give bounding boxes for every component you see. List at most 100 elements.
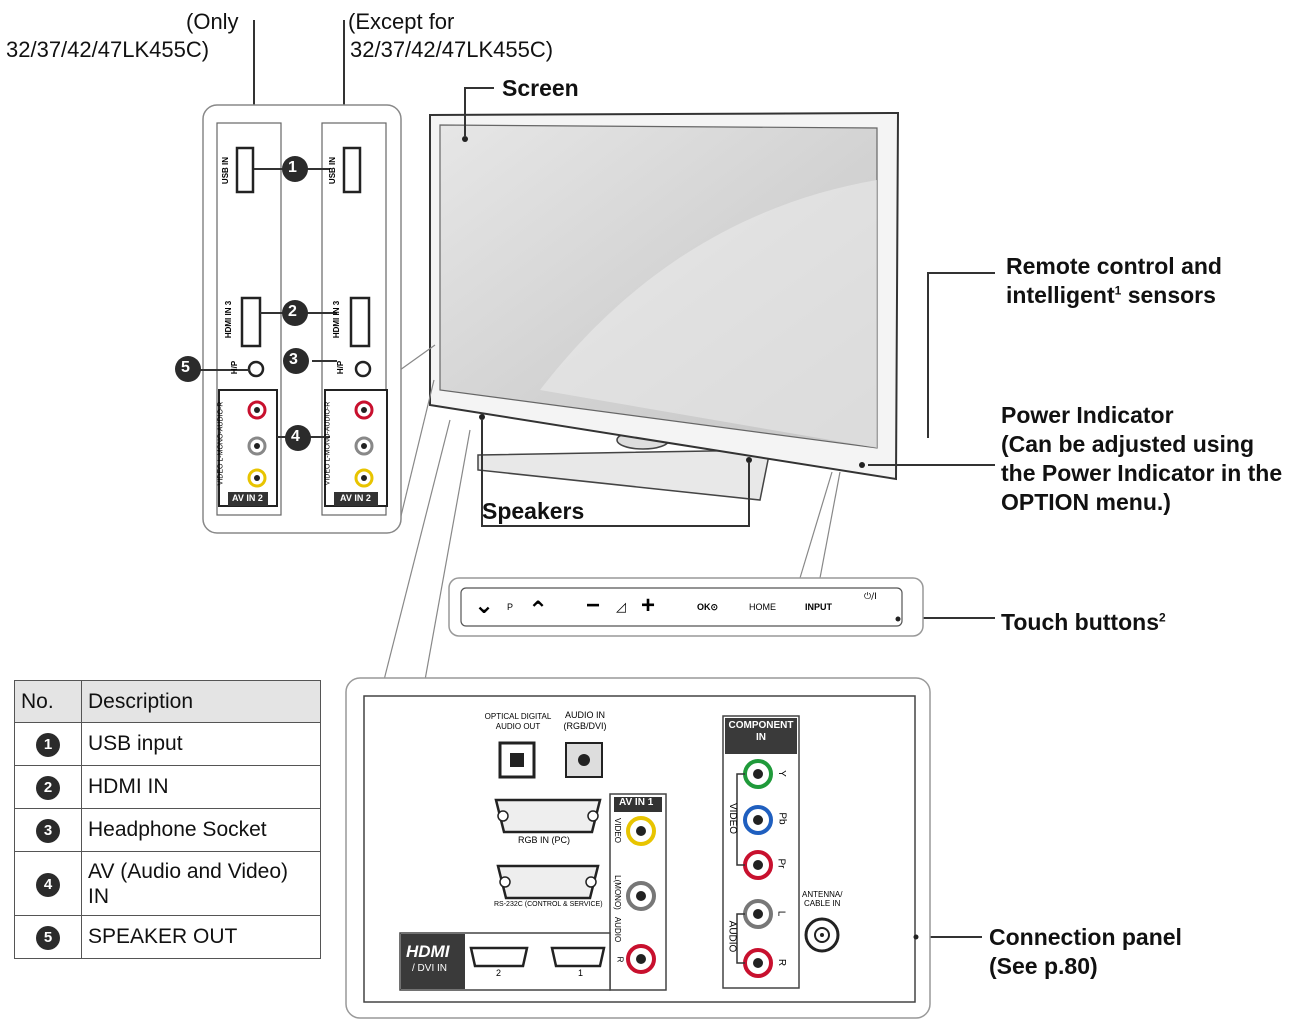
antenna-label: ANTENNA/CABLE IN	[802, 890, 843, 908]
note-except-line2: 32/37/42/47LK455C)	[350, 37, 554, 62]
table-row: 1 USB input	[14, 722, 321, 766]
screen-dot	[462, 136, 468, 142]
callout-screen: Screen	[502, 75, 579, 101]
marker-4	[285, 425, 311, 451]
touch-down-button[interactable]: ⌄	[474, 591, 495, 619]
av-in1-label: AV IN 1	[619, 797, 654, 808]
row-description: AV (Audio and Video) IN	[81, 851, 321, 916]
hdmi-port-2	[469, 946, 529, 968]
hp-label-right: H/P	[336, 360, 346, 375]
rgb-in-label: RGB IN (PC)	[518, 835, 571, 845]
speaker-dot-right	[746, 457, 752, 463]
component-pr-label: Pr	[775, 858, 787, 869]
side-panel	[175, 104, 402, 534]
hdmi-port-1-label: 1	[578, 968, 584, 978]
callout-speakers: Speakers	[482, 498, 585, 524]
zoom-lines	[383, 344, 841, 681]
av-in1-video-label: VIDEO	[612, 818, 622, 843]
row-number-badge: 4	[36, 872, 60, 897]
table-row: 2 HDMI IN	[14, 765, 321, 809]
touch-power-button[interactable]: ⏻/I	[864, 592, 877, 602]
audio-in-label: AUDIO IN(RGB/DVI)	[563, 710, 607, 731]
rgb-port	[494, 798, 602, 834]
usb-label-right: USB IN	[328, 156, 338, 185]
touch-strip	[448, 577, 924, 637]
av-side-text-left: VIDEO L-MONO-AUDIO-R	[217, 401, 225, 486]
callout-remote-sensor: Remote control and intelligent1 sensors	[1006, 252, 1222, 310]
note-only-line1: (Only	[186, 9, 239, 34]
row-number-badge: 2	[36, 776, 60, 800]
rs232-port	[496, 864, 600, 900]
remote-line1: Remote control and	[1006, 253, 1222, 279]
av-in1-r-label: R	[615, 956, 625, 963]
row-description: USB input	[81, 722, 321, 766]
dvi-in-label: / DVI IN	[412, 963, 448, 974]
row-description: HDMI IN	[81, 765, 321, 809]
connection-line1: Connection panel	[989, 924, 1182, 950]
headphone-jack-right	[354, 360, 372, 378]
av-jacks-left	[247, 400, 267, 488]
power-line3: the Power Indicator in the	[1001, 460, 1283, 486]
touch-up-button[interactable]: ⌃	[528, 596, 549, 624]
marker-1-text: 1	[288, 159, 297, 176]
connection-line2: (See p.80)	[989, 953, 1098, 979]
touch-plus-button[interactable]: +	[641, 592, 656, 619]
power-dot	[859, 462, 865, 468]
av-in2-label-right	[334, 492, 378, 506]
marker-4-text: 4	[291, 428, 300, 445]
callout-touch-buttons: Touch buttons2	[1001, 609, 1166, 635]
av-in1-jacks	[626, 816, 656, 974]
table-row: 3 Headphone Socket	[14, 808, 321, 852]
row-number-badge: 1	[36, 733, 60, 757]
marker-3	[283, 348, 309, 374]
usb-label-left: USB IN	[221, 156, 231, 185]
hdmi-label-left: HDMI IN 3	[224, 300, 234, 339]
screen-glare	[540, 180, 877, 448]
row-description: Headphone Socket	[81, 808, 321, 852]
power-line1: Power Indicator	[1001, 402, 1174, 428]
marker-3-text: 3	[289, 351, 298, 368]
touch-input-button[interactable]: INPUT	[805, 602, 832, 612]
table-header-row: No. Description	[14, 680, 321, 723]
note-only-line2: 32/37/42/47LK455C)	[6, 37, 210, 62]
hdmi-port-1	[550, 946, 606, 968]
av-in2-label-left	[228, 492, 268, 506]
component-video-label: VIDEO	[727, 802, 739, 835]
rs232c-label: RS-232C (CONTROL & SERVICE)	[494, 901, 603, 908]
touch-home-button[interactable]: HOME	[749, 602, 776, 612]
component-r-label: R	[776, 958, 788, 967]
component-y-label: Y	[775, 770, 787, 777]
hdmi-port-2-label: 2	[496, 968, 502, 978]
touch-volume-icon: ◿	[616, 600, 626, 615]
touch-p-label: P	[507, 602, 514, 612]
av-in2-text-right: AV IN 2	[340, 493, 371, 503]
touch-ok-button[interactable]: OK⊙	[697, 602, 719, 612]
tv-illustration	[429, 111, 900, 501]
headphone-jack-left	[247, 360, 265, 378]
av-in2-text-left: AV IN 2	[232, 493, 263, 503]
speaker-dot-left	[479, 414, 485, 420]
audio-in-port	[565, 742, 603, 778]
hdmi-logo: HDMI	[406, 942, 450, 961]
table-row: 4 AV (Audio and Video) IN	[14, 851, 321, 916]
av-in1-audio-label: AUDIO	[613, 916, 623, 943]
power-line4: OPTION menu.)	[1001, 489, 1171, 515]
row-number-badge: 5	[36, 926, 60, 950]
hdmi-label-right: HDMI IN 3	[332, 300, 342, 339]
touch-minus-button[interactable]: −	[586, 592, 601, 619]
component-audio-label: AUDIO	[726, 920, 738, 953]
callout-power-indicator: Power Indicator (Can be adjusted using t…	[1001, 401, 1282, 517]
description-table: No. Description 1 USB input 2 HDMI IN 3 …	[14, 680, 321, 959]
connection-panel	[345, 677, 931, 1019]
component-pb-label: Pb	[776, 812, 788, 825]
side-markers	[175, 156, 311, 451]
row-description: SPEAKER OUT	[81, 915, 321, 959]
component-l-label: L	[775, 910, 787, 917]
marker-5	[175, 356, 201, 382]
table-row: 5 SPEAKER OUT	[14, 915, 321, 959]
av-side-text-right: VIDEO L-MONO-AUDIO-R	[324, 401, 332, 486]
power-line2: (Can be adjusted using	[1001, 431, 1255, 457]
